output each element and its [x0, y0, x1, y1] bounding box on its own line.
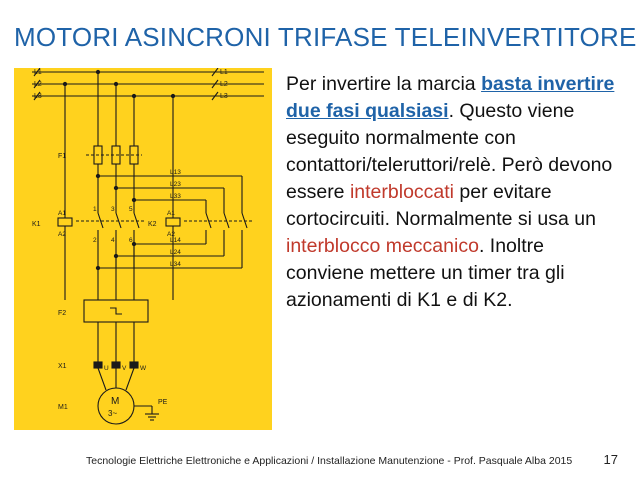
- body-part-2: . Questo viene eseguito normalmente con …: [286, 100, 613, 203]
- bus-right-label-2: L2: [220, 81, 228, 88]
- emphasis-link[interactable]: basta invertire due fasi qualsiasi: [286, 73, 615, 122]
- k1-contact-bottom-4: 4: [111, 237, 115, 244]
- k1-contact-top-3: 3: [111, 206, 115, 213]
- bus-left-label-2: L2: [34, 81, 42, 88]
- cross-label-3: L33: [170, 193, 181, 200]
- body-text: Per invertire la marcia basta invertire …: [286, 71, 626, 314]
- ground-label: PE: [158, 399, 168, 406]
- k2-label: K2: [148, 221, 157, 228]
- k1-coil-a2: A2: [58, 231, 66, 238]
- terminal-w: W: [140, 365, 147, 372]
- motor-label: M1: [58, 404, 68, 411]
- k2-coil-a2: A2: [167, 231, 175, 238]
- fuse-label: F1: [58, 153, 66, 160]
- bus-right-label-1: L1: [220, 69, 228, 76]
- cross-label-4: L14: [170, 237, 181, 244]
- highlight-interlocked: interbloccati: [349, 181, 455, 203]
- motor-letter: M: [111, 396, 119, 407]
- k1-coil-a1: A1: [58, 210, 66, 217]
- body-part-3: per evitare cortocircuiti. Normalmente s…: [286, 181, 596, 230]
- k2-coil-a1: A1: [167, 210, 175, 217]
- reversing-contactor-diagram: L1 L2 L3 L1 L2 L3 F1 L13 L23 L33: [14, 68, 272, 430]
- highlight-mechanical-interlock: interblocco meccanico: [286, 235, 479, 257]
- terminal-label: X1: [58, 363, 67, 370]
- k1-contact-bottom-6: 6: [129, 237, 133, 244]
- body-part-4: . Inoltre conviene mettere un timer tra …: [286, 235, 565, 311]
- cross-label-1: L13: [170, 169, 181, 176]
- bus-right-label-3: L3: [220, 93, 228, 100]
- body-paragraph: Per invertire la marcia basta invertire …: [286, 71, 626, 314]
- wiring-diagram-svg: L1 L2 L3 L1 L2 L3 F1 L13 L23 L33: [32, 68, 264, 425]
- slide-footer: Tecnologie Elettriche Elettroniche e App…: [86, 455, 573, 467]
- k1-contact-top-1: 1: [93, 206, 97, 213]
- slide-title: MOTORI ASINCRONI TRIFASE TELEINVERTITORE: [14, 22, 637, 52]
- k1-label: K1: [32, 221, 41, 228]
- cross-label-5: L24: [170, 249, 181, 256]
- motor-phase: 3~: [108, 409, 117, 418]
- bus-left-label-1: L1: [34, 69, 42, 76]
- k1-contact-bottom-2: 2: [93, 237, 97, 244]
- bus-left-label-3: L3: [34, 93, 42, 100]
- terminal-v: V: [122, 365, 127, 372]
- overload-label: F2: [58, 310, 66, 317]
- page-number: 17: [603, 452, 618, 467]
- cross-label-6: L34: [170, 261, 181, 268]
- cross-label-2: L23: [170, 181, 181, 188]
- terminal-u: U: [104, 365, 109, 372]
- body-part-1: Per invertire la marcia: [286, 73, 482, 95]
- k1-contact-top-5: 5: [129, 206, 133, 213]
